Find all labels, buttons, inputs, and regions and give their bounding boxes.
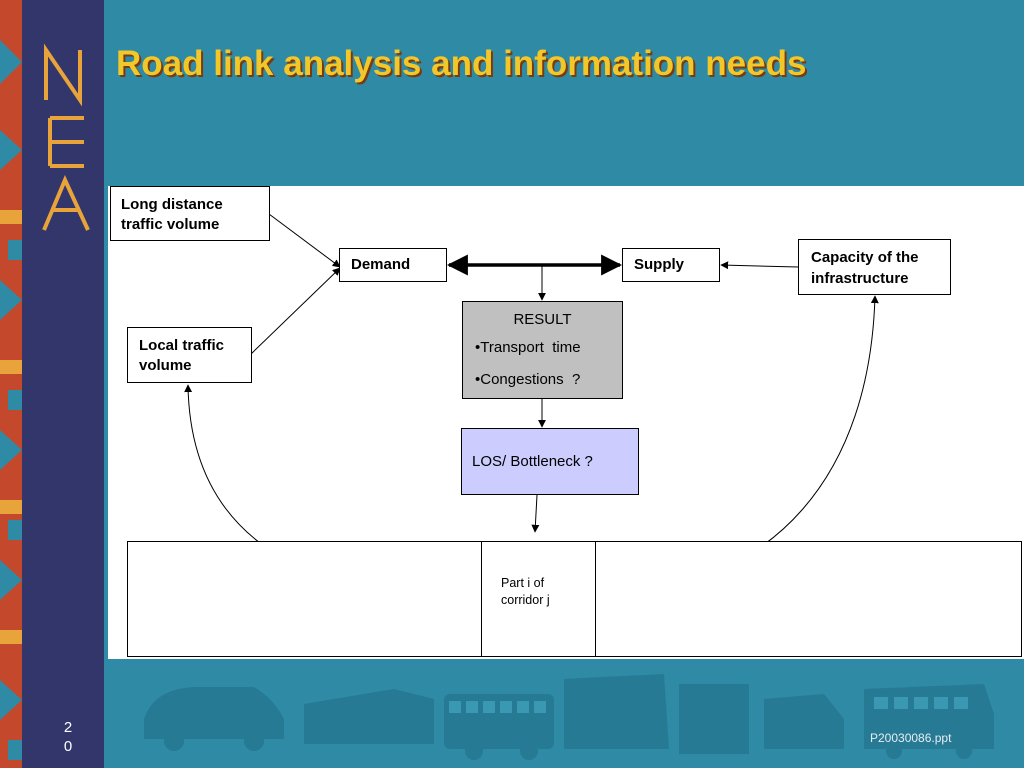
long-distance-box: Long distance traffic volume — [110, 186, 270, 241]
capacity-label: Capacity of the infrastructure — [811, 249, 919, 287]
arrow-capacity-to-supply — [720, 261, 799, 270]
corridor-part-box: Part i of corridor j — [481, 541, 596, 657]
page-number-digit-1: 2 — [63, 719, 73, 736]
capacity-box: Capacity of the infrastructure — [798, 239, 951, 295]
los-bottleneck-box: LOS/ Bottleneck ? — [461, 428, 639, 495]
navy-side-band — [22, 0, 104, 768]
page-number: 2 0 — [58, 718, 78, 756]
local-traffic-box: Local traffic volume — [127, 327, 252, 383]
page-number-digit-2: 0 — [63, 738, 73, 755]
vehicle-silhouettes — [144, 674, 994, 760]
supply-box: Supply — [622, 248, 720, 282]
strip-pattern — [0, 40, 22, 760]
nea-logo — [42, 43, 90, 231]
long-distance-label: Long distance traffic volume — [121, 196, 223, 233]
arrow-local-to-demand — [250, 267, 341, 355]
left-decorative-strip — [0, 0, 22, 768]
result-item-congestions: •Congestions ? — [475, 371, 581, 388]
demand-box: Demand — [339, 248, 447, 282]
slide-title: Road link analysis and information needs — [116, 44, 807, 83]
arrow-los-to-corridor — [531, 494, 540, 533]
los-bottleneck-label: LOS/ Bottleneck ? — [472, 453, 593, 470]
demand-label: Demand — [351, 256, 411, 273]
result-box: RESULT •Transport time •Congestions ? — [462, 301, 623, 399]
supply-label: Supply — [634, 256, 685, 273]
local-traffic-label: Local traffic volume — [139, 337, 225, 374]
arrow-long-distance-to-demand — [268, 213, 341, 268]
result-heading: RESULT — [513, 311, 572, 328]
result-item-transport-time: •Transport time — [475, 339, 581, 356]
file-reference: P20030086.ppt — [870, 731, 952, 745]
corridor-part-label: Part i of corridor j — [501, 576, 550, 607]
